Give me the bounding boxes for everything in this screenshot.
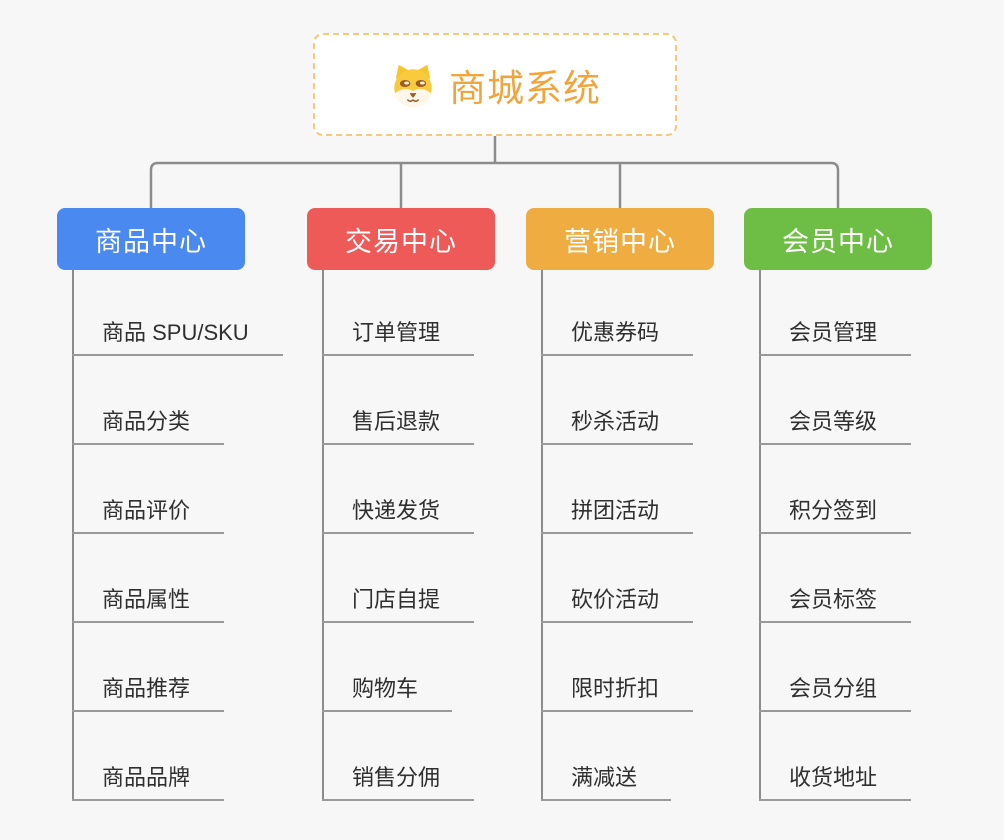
branch-trunk-line — [322, 270, 324, 799]
branch-item[interactable]: 积分签到 — [759, 488, 912, 534]
branch-node[interactable]: 交易中心 — [307, 208, 495, 270]
branch-item[interactable]: 会员管理 — [759, 310, 912, 356]
branch-item[interactable]: 砍价活动 — [541, 577, 694, 623]
branch-item[interactable]: 商品属性 — [72, 577, 225, 623]
branch-item[interactable]: 商品推荐 — [72, 666, 225, 712]
branch-node[interactable]: 营销中心 — [526, 208, 714, 270]
branch-item[interactable]: 拼团活动 — [541, 488, 694, 534]
branch-item[interactable]: 优惠券码 — [541, 310, 694, 356]
branch-item[interactable]: 秒杀活动 — [541, 399, 694, 445]
branch-item[interactable]: 会员标签 — [759, 577, 912, 623]
branch-node[interactable]: 会员中心 — [744, 208, 932, 270]
branch-trunk-line — [541, 270, 543, 799]
branch-item[interactable]: 销售分佣 — [322, 755, 475, 801]
branch-item[interactable]: 商品 SPU/SKU — [72, 310, 283, 356]
branch-item[interactable]: 商品分类 — [72, 399, 225, 445]
branch-item[interactable]: 会员等级 — [759, 399, 912, 445]
branch-item[interactable]: 限时折扣 — [541, 666, 694, 712]
branch-item[interactable]: 门店自提 — [322, 577, 475, 623]
branch-item[interactable]: 满减送 — [541, 755, 672, 801]
branch-item[interactable]: 售后退款 — [322, 399, 475, 445]
branch-item[interactable]: 订单管理 — [322, 310, 475, 356]
root-title: 商城系统 — [449, 67, 601, 109]
branch-item[interactable]: 商品品牌 — [72, 755, 225, 801]
branch-node[interactable]: 商品中心 — [57, 208, 245, 270]
branch-item[interactable]: 收货地址 — [759, 755, 912, 801]
branch-item[interactable]: 购物车 — [322, 666, 453, 712]
dog-icon — [394, 64, 432, 107]
branch-item[interactable]: 商品评价 — [72, 488, 225, 534]
branch-trunk-line — [72, 270, 74, 799]
root-node[interactable]: 商城系统 — [313, 33, 677, 136]
branch-bracket-line — [149, 161, 840, 208]
branch-item[interactable]: 会员分组 — [759, 666, 912, 712]
branch-trunk-line — [759, 270, 761, 799]
branch-item[interactable]: 快递发货 — [322, 488, 475, 534]
